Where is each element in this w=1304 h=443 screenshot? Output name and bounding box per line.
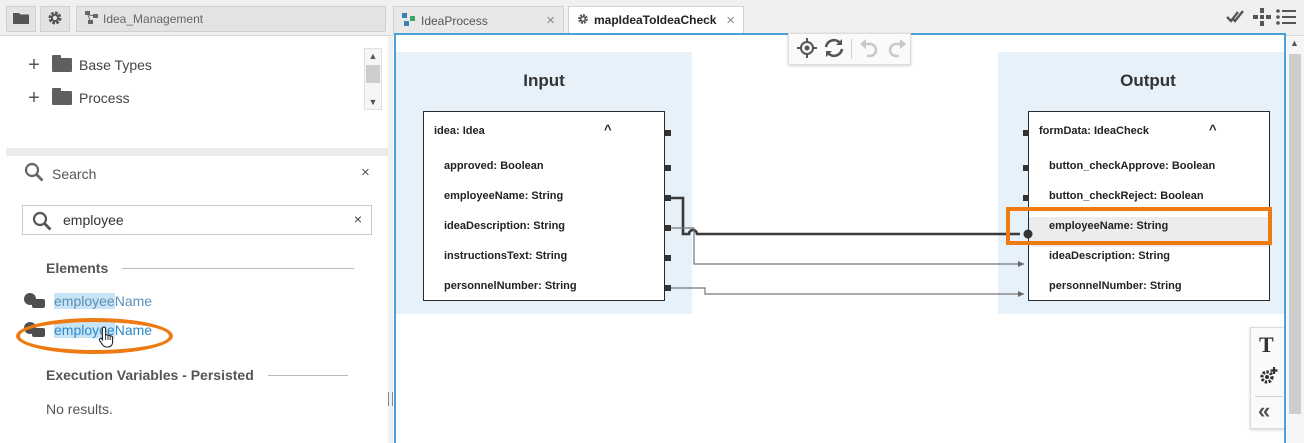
output-field-row[interactable]: ideaDescription: String — [1049, 250, 1171, 262]
input-field-row[interactable]: employeeName: String — [444, 190, 564, 202]
search-panel-title: Search — [24, 162, 96, 185]
search-panel: Search × × Elements employeeName employe… — [6, 156, 388, 443]
move-arrows-icon — [1253, 7, 1271, 29]
panel-divider[interactable] — [6, 148, 388, 156]
tree-item-label: Base Types — [79, 57, 152, 73]
scroll-thumb[interactable] — [366, 65, 380, 83]
tab-label: IdeaProcess — [421, 13, 488, 28]
locate-icon[interactable] — [797, 37, 817, 61]
search-input[interactable] — [63, 210, 343, 230]
output-field-row[interactable]: button_checkReject: Boolean — [1049, 190, 1204, 202]
elements-section-heading: Elements — [46, 260, 355, 276]
mapping-canvas[interactable]: Input idea: Idea ^ approved: Boolean emp… — [394, 33, 1286, 443]
splitter-grip[interactable] — [388, 392, 393, 406]
expand-icon[interactable]: + — [28, 87, 40, 109]
breadcrumb-label: Idea_Management — [103, 12, 204, 26]
search-field[interactable]: × — [22, 205, 372, 235]
folder-icon — [13, 11, 29, 27]
project-tree: + Base Types + Process ▲ ▼ — [6, 36, 388, 148]
highlight-rectangle — [1006, 207, 1272, 245]
navigation-button[interactable] — [1250, 6, 1274, 30]
top-tab-bar: Idea_Management IdeaProcess × mapIdeaToI… — [0, 0, 1304, 36]
collapse-caret-icon[interactable]: ^ — [1209, 122, 1217, 137]
undo-icon[interactable] — [858, 38, 880, 61]
process-model-icon — [85, 11, 98, 27]
search-icon — [32, 211, 52, 234]
list-icon — [1276, 8, 1296, 28]
input-panel-title: Input — [523, 71, 565, 90]
execution-variables-section-heading: Execution Variables - Persisted — [46, 367, 348, 383]
variable-icon — [24, 293, 46, 309]
output-field-row[interactable]: employeeName: String — [1049, 220, 1169, 232]
tab-ideaprocess[interactable]: IdeaProcess × — [393, 6, 564, 34]
input-field-row[interactable]: approved: Boolean — [444, 160, 544, 172]
tree-item-label: Process — [79, 90, 130, 106]
folder-icon — [52, 55, 72, 72]
output-root-row[interactable]: formData: IdeaCheck ^ — [1039, 122, 1217, 137]
output-panel-title: Output — [1120, 71, 1176, 90]
project-breadcrumb[interactable]: Idea_Management — [76, 6, 386, 32]
input-ports — [665, 130, 671, 291]
input-field-row[interactable]: instructionsText: String — [444, 250, 568, 262]
gear-icon — [47, 10, 63, 29]
output-field-row[interactable]: personnelNumber: String — [1049, 280, 1182, 292]
expand-icon[interactable]: + — [28, 54, 40, 76]
settings-button[interactable] — [40, 6, 70, 32]
close-icon[interactable]: × — [726, 12, 735, 29]
vertical-splitter[interactable] — [388, 36, 393, 443]
output-ports — [1023, 130, 1029, 201]
highlight-ellipse — [16, 318, 173, 354]
folder-view-button[interactable] — [6, 6, 36, 32]
canvas-scrollbar[interactable]: ▲ — [1286, 36, 1304, 443]
redo-icon[interactable] — [886, 38, 908, 61]
scroll-up-icon[interactable]: ▲ — [368, 51, 378, 61]
clear-search-icon[interactable]: × — [353, 211, 362, 227]
input-root-row[interactable]: idea: Idea ^ — [434, 122, 612, 137]
tree-item-process[interactable]: + Process — [26, 86, 130, 110]
tab-mapideatoideacheck[interactable]: mapIdeaToIdeaCheck × — [568, 6, 744, 34]
collapse-panel-icon[interactable]: « — [1258, 398, 1271, 423]
output-type-box: formData: IdeaCheck ^ button_checkApprov… — [1028, 111, 1270, 301]
tree-scrollbar[interactable]: ▲ ▼ — [364, 48, 382, 110]
no-results-text: No results. — [46, 401, 113, 417]
folder-icon — [52, 88, 72, 105]
scroll-thumb[interactable] — [1289, 54, 1301, 414]
input-field-row[interactable]: ideaDescription: String — [444, 220, 566, 232]
search-icon — [24, 162, 44, 185]
tab-label: mapIdeaToIdeaCheck — [594, 13, 717, 27]
input-field-row[interactable]: personnelNumber: String — [444, 280, 577, 292]
close-search-panel-icon[interactable]: × — [361, 164, 370, 181]
mapping-connections — [665, 130, 1033, 297]
side-toolbar: T « — [1250, 327, 1284, 429]
tree-item-base-types[interactable]: + Base Types — [26, 53, 152, 77]
close-icon[interactable]: × — [546, 12, 555, 29]
collapse-caret-icon[interactable]: ^ — [604, 122, 612, 137]
result-item[interactable]: employeeName — [24, 293, 152, 309]
canvas-toolbar — [788, 33, 911, 65]
add-function-icon[interactable] — [1259, 366, 1279, 389]
scroll-down-icon[interactable]: ▼ — [368, 97, 378, 107]
double-check-icon — [1226, 9, 1246, 28]
text-tool-button[interactable]: T — [1259, 332, 1274, 357]
process-icon — [402, 12, 416, 29]
hand-cursor-icon — [98, 326, 116, 351]
refresh-icon[interactable] — [823, 38, 845, 61]
result-label: employeeName — [54, 293, 153, 309]
input-type-box: idea: Idea ^ approved: Boolean employeeN… — [423, 111, 665, 301]
list-menu-button[interactable] — [1274, 6, 1298, 30]
output-field-row[interactable]: button_checkApprove: Boolean — [1049, 160, 1216, 172]
validate-button[interactable] — [1224, 6, 1248, 30]
scroll-up-icon[interactable]: ▲ — [1290, 38, 1299, 48]
gear-icon — [577, 13, 589, 28]
